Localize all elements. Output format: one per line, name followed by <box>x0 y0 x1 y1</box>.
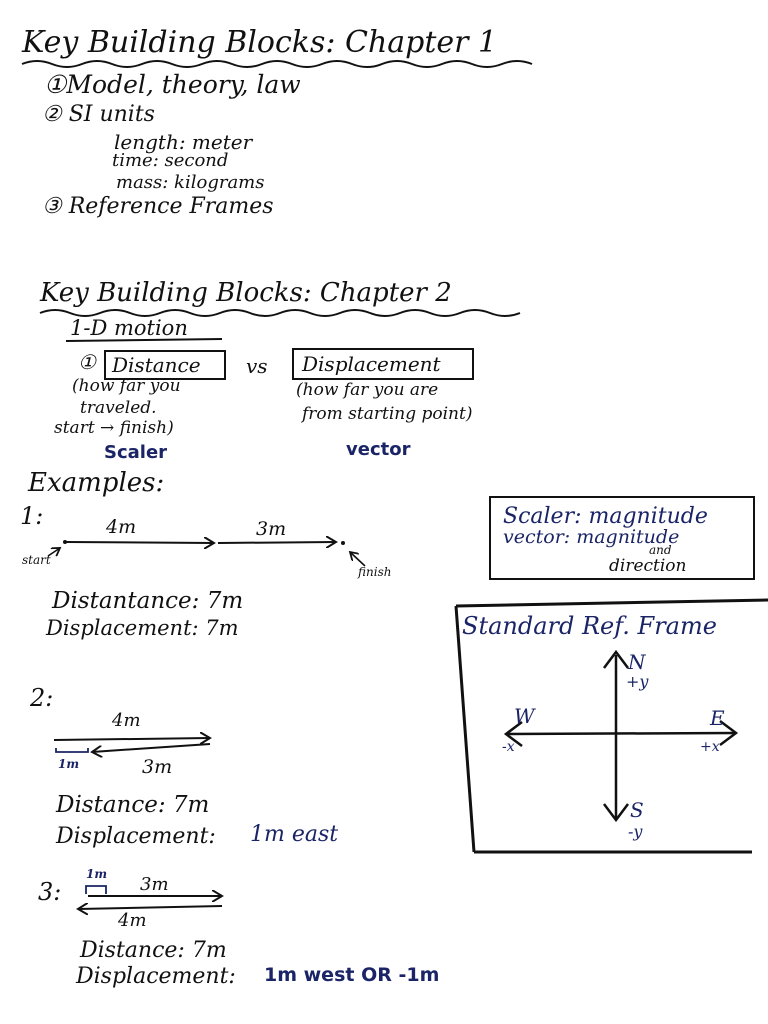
ex1-arrow-4m <box>65 542 214 543</box>
example3-displacement-label: Displacement: <box>76 964 236 989</box>
example1-seg-4m: 4m <box>106 516 137 538</box>
ref-arrow-south <box>603 803 629 823</box>
ex2-arrow-3m <box>92 743 211 752</box>
example1-finish: finish <box>358 565 392 579</box>
ex2-arrow-4m <box>53 738 210 740</box>
item-number-1: ① <box>78 350 96 374</box>
ref-frame-top-border <box>455 598 768 608</box>
definitions-box: Scaler: magnitude vector: magnitude and … <box>489 496 755 580</box>
example3-distance: Distance: 7m <box>80 938 227 963</box>
chapter1-item-reference-frames: ③ Reference Frames <box>42 194 274 219</box>
ref-axis-horizontal <box>507 731 735 736</box>
ref-arrow-east <box>719 720 739 746</box>
distance-note-line3: start → finish) <box>54 418 174 438</box>
example1-number: 1: <box>20 502 44 530</box>
vector-label: vector <box>346 439 411 460</box>
ref-frame-minus-y: -y <box>628 822 643 841</box>
example2-small-1m: 1m <box>58 757 80 771</box>
example1-displacement: Displacement: 7m <box>46 616 239 640</box>
ref-frame-north: N <box>628 650 646 674</box>
ex1-start-dot <box>63 540 67 544</box>
ex1-arrow-3m <box>217 542 336 543</box>
ref-arrow-west <box>503 721 523 747</box>
ex2-small-bracket <box>55 748 89 753</box>
ex1-finish-dot <box>341 541 345 545</box>
example3-seg-3m: 3m <box>140 874 169 895</box>
example2-number: 2: <box>30 684 54 712</box>
ref-frame-east: E <box>710 706 725 730</box>
si-time: time: second <box>112 150 229 171</box>
displacement-note-line2: from starting point) <box>302 404 473 424</box>
ex1-start-pointer <box>47 548 60 557</box>
ref-frame-south: S <box>630 798 644 822</box>
ref-arrow-north <box>603 649 629 669</box>
scaler-label: Scaler <box>104 442 168 463</box>
ref-frame-west: W <box>514 704 535 728</box>
definition-direction: direction <box>609 556 687 576</box>
ref-frame-minus-x: -x <box>502 739 515 755</box>
chapter1-item-model: ①Model, theory, law <box>44 70 301 99</box>
example3-small-1m: 1m <box>86 867 108 881</box>
chapter1-item-si-units: ② SI units <box>42 102 155 127</box>
example2-seg-4m: 4m <box>112 710 141 731</box>
example2-distance: Distance: 7m <box>56 792 210 818</box>
chapter1-underline <box>21 60 533 68</box>
example2-displacement-value: 1m east <box>250 822 339 847</box>
distance-note-line1: (how far you <box>72 376 181 396</box>
chapter2-title: Key Building Blocks: Chapter 2 <box>40 278 452 308</box>
ex3-small-bracket <box>85 885 107 894</box>
chapter2-underline <box>39 309 521 317</box>
distance-box-label: Distance <box>112 353 201 377</box>
displacement-box-label: Displacement <box>302 352 441 376</box>
example2-seg-3m: 3m <box>142 756 173 778</box>
example1-seg-3m: 3m <box>256 518 287 540</box>
displacement-note-line1: (how far you are <box>296 380 439 400</box>
definition-scaler: Scaler: magnitude <box>503 504 708 529</box>
example3-displacement-value: 1m west OR -1m <box>264 964 440 986</box>
chapter1-title: Key Building Blocks: Chapter 1 <box>22 25 498 60</box>
ref-frame-left-border <box>454 605 476 853</box>
example2-displacement-label: Displacement: <box>56 824 216 849</box>
ref-frame-plus-y: +y <box>626 672 649 691</box>
definition-and: and <box>649 543 672 557</box>
displacement-box: Displacement <box>292 348 474 380</box>
distance-box: Distance <box>104 350 226 380</box>
vs-label: vs <box>246 354 268 378</box>
ref-frame-title: Standard Ref. Frame <box>462 612 717 640</box>
subtitle-underline <box>65 338 223 342</box>
definition-vector: vector: magnitude <box>503 526 680 548</box>
ex3-arrow-4m <box>78 906 223 909</box>
chapter2-subtitle: 1-D motion <box>70 316 188 340</box>
distance-note-line2: traveled. <box>80 398 157 418</box>
example3-seg-4m: 4m <box>118 910 147 931</box>
si-mass: mass: kilograms <box>116 172 265 193</box>
ex1-finish-pointer <box>350 552 366 567</box>
si-length: length: meter <box>114 130 253 154</box>
example1-distance: Distantance: 7m <box>52 588 244 614</box>
ref-frame-plus-x: +x <box>700 739 720 755</box>
examples-label: Examples: <box>28 468 165 498</box>
example1-start: start <box>22 553 51 567</box>
example3-number: 3: <box>38 878 62 906</box>
